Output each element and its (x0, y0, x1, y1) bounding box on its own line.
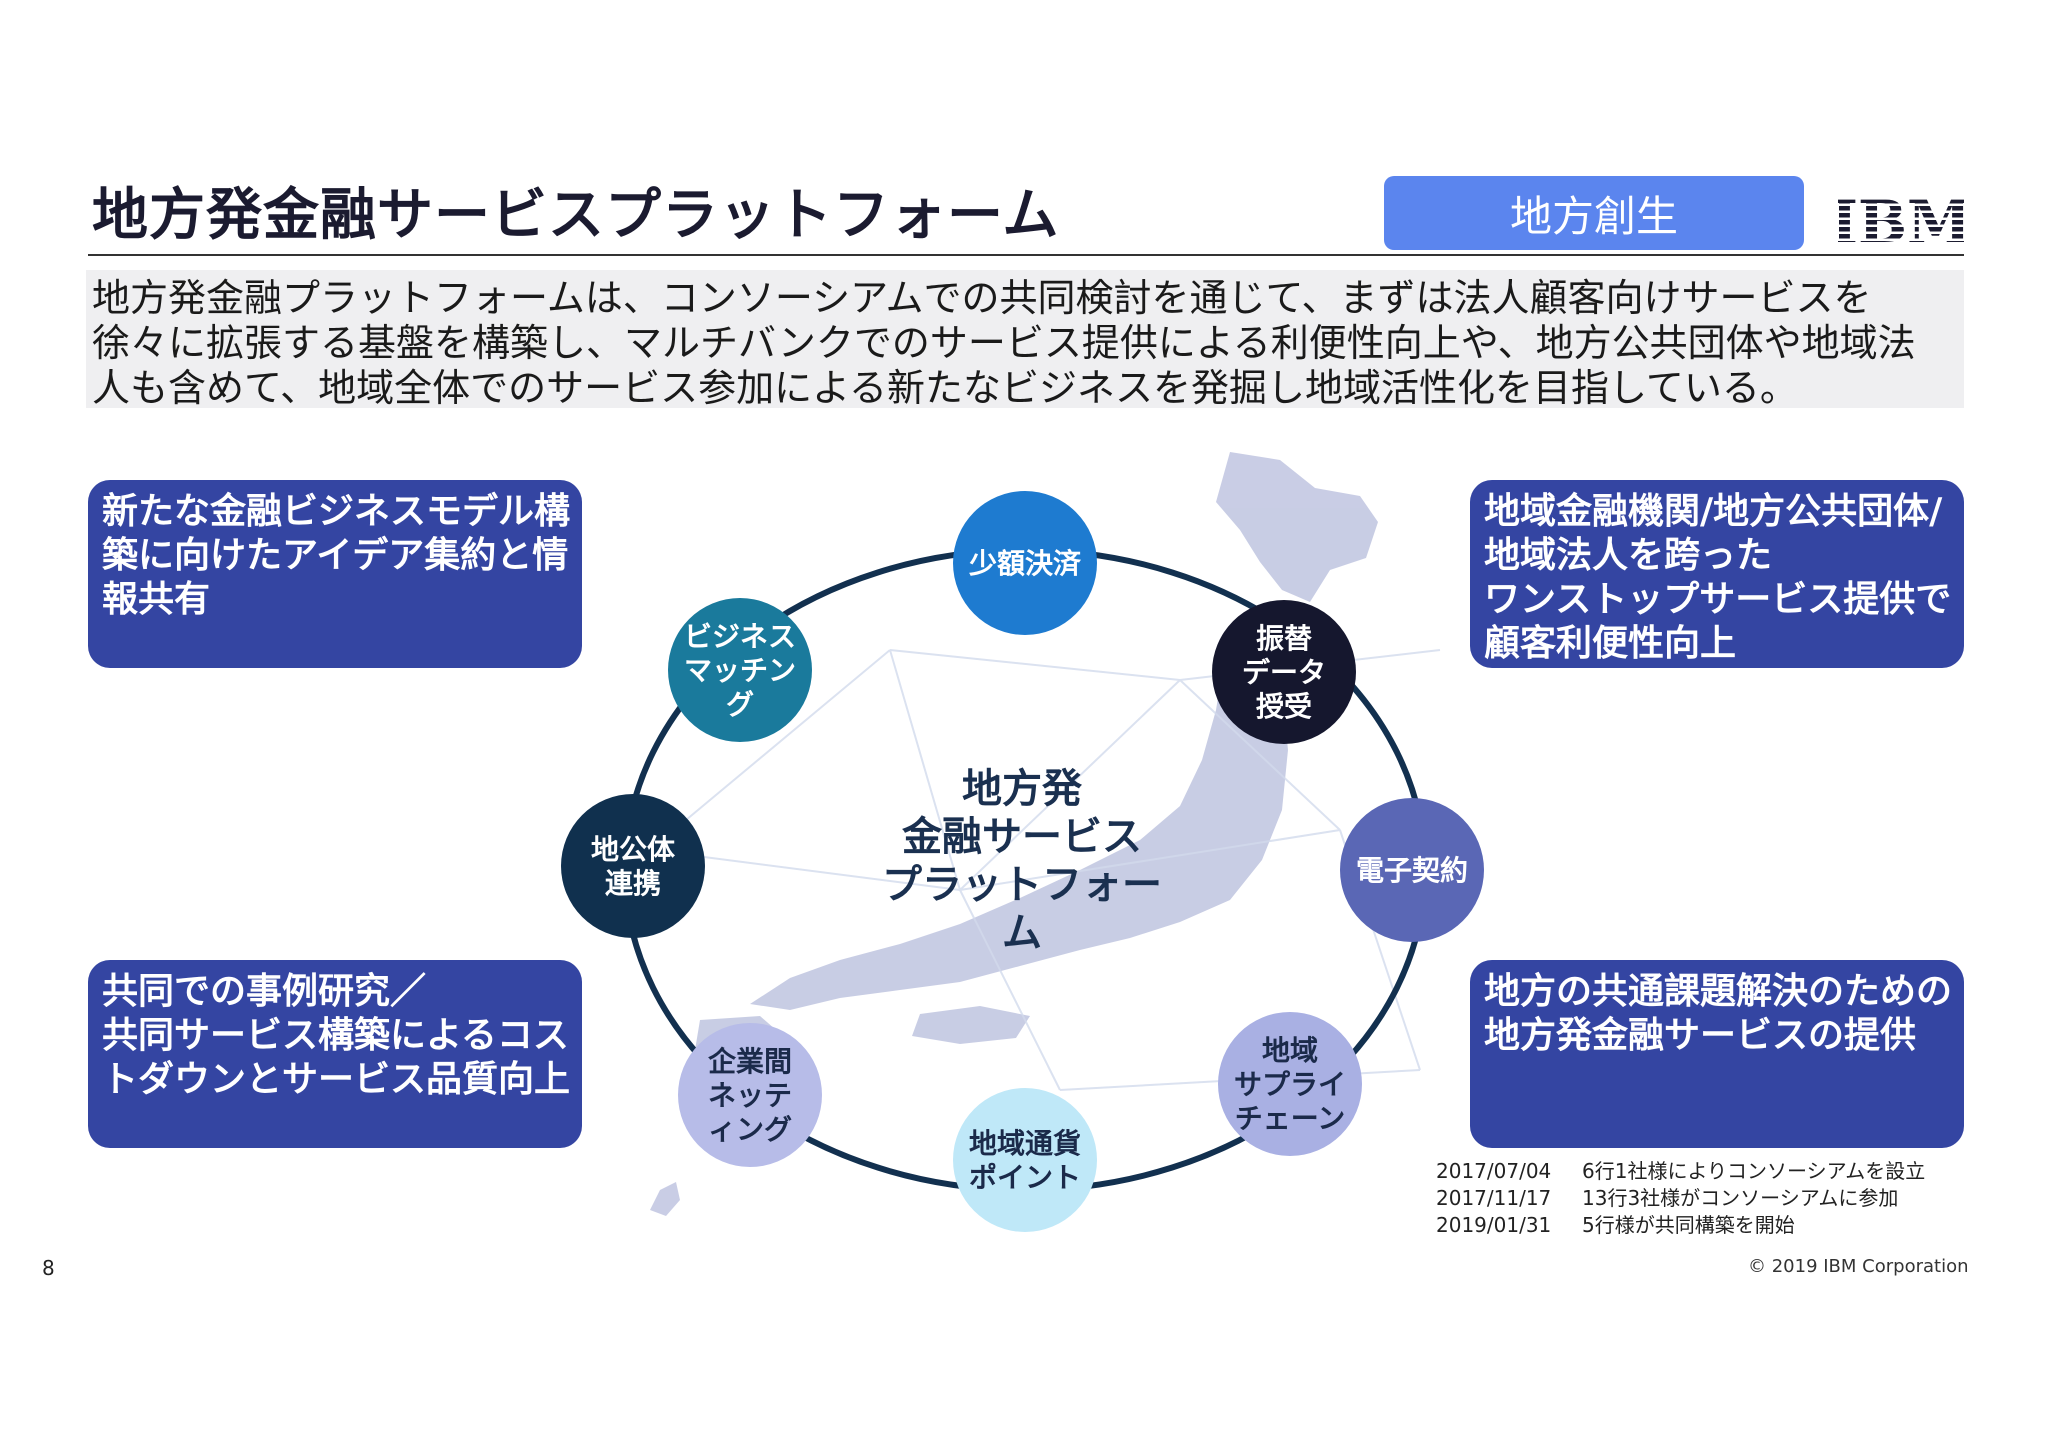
box-line: 共同での事例研究／ (102, 971, 427, 1012)
service-node-circle (668, 598, 812, 742)
timeline-date: 2019/01/31 (1436, 1213, 1552, 1237)
benefit-box-regional-issues: 地方の共通課題解決のための 地方発金融サービスの提供 (1470, 960, 1964, 1148)
box-line: 共同サービス構築によるコス (102, 1015, 569, 1056)
center-label-line: プラットフォー (882, 862, 1162, 908)
service-node-label: グ (726, 688, 754, 721)
service-node-label: 少額決済 (969, 547, 1082, 580)
center-label-line: ム (1002, 910, 1042, 956)
box-line: トダウンとサービス品質向上 (102, 1059, 571, 1100)
service-node-label: ネッテ (708, 1079, 792, 1112)
service-node-label: 授受 (1256, 690, 1312, 723)
box-line: 地域法人を跨った (1484, 535, 1773, 576)
service-node-label: 振替 (1256, 622, 1312, 655)
benefit-box-cost-down: 共同での事例研究／ 共同サービス構築によるコス トダウンとサービス品質向上 (88, 960, 582, 1148)
box-line: 報共有 (102, 579, 211, 620)
box-line: 地方発金融サービスの提供 (1484, 1015, 1917, 1056)
box-line: 築に向けたアイデア集約と情 (102, 535, 569, 576)
timeline: 2017/07/04 6行1社様によりコンソーシアムを設立 2017/11/17 1… (1436, 1158, 1925, 1239)
benefit-box-idea-sharing: 新たな金融ビジネスモデル構 築に向けたアイデア集約と情 報共有 (88, 480, 582, 668)
service-node-circle (1218, 1012, 1362, 1156)
box-line: 地方の共通課題解決のための (1484, 971, 1953, 1012)
service-node-label: ポイント (969, 1161, 1081, 1194)
service-node-label: 企業間 (708, 1045, 792, 1078)
service-node-label: 地公体 (591, 833, 676, 866)
timeline-date: 2017/11/17 (1436, 1186, 1552, 1210)
ibm-logo: IBM (1831, 188, 1971, 256)
service-node-label: データ (1242, 656, 1326, 689)
timeline-row: 2017/07/04 6行1社様によりコンソーシアムを設立 (1436, 1158, 1925, 1185)
platform-diagram: 地方発金融サービスプラットフォーム 少額決済振替データ授受電子契約地域サプライチ… (540, 430, 1500, 1254)
service-node-circle (1340, 798, 1484, 942)
benefit-box-one-stop-service: 地域金融機関/地方公共団体/ 地域法人を跨った ワンストップサービス提供で 顧客… (1470, 480, 1964, 668)
timeline-row: 2019/01/31 5行様が共同構築を開始 (1436, 1212, 1925, 1239)
timeline-event: 5行様が共同構築を開始 (1582, 1213, 1795, 1237)
service-node-label: チェーン (1235, 1102, 1346, 1135)
timeline-date: 2017/07/04 (1436, 1159, 1552, 1183)
timeline-event: 6行1社様によりコンソーシアムを設立 (1582, 1159, 1926, 1183)
service-node-circle (953, 491, 1097, 635)
service-node-label: 地域 (1262, 1034, 1318, 1067)
intro-line: 地方発金融プラットフォームは、コンソーシアムでの共同検討を通じて、まずは法人顧客… (92, 276, 1872, 320)
service-node-label: サプライ (1234, 1068, 1346, 1101)
page-number: 8 (42, 1256, 55, 1280)
box-line: ワンストップサービス提供で (1484, 579, 1952, 620)
service-node-label: 連携 (605, 867, 661, 900)
page-title: 地方発金融サービスプラットフォーム (92, 183, 1060, 248)
service-node-label: 地域通貨 (969, 1127, 1081, 1160)
service-node-circle (678, 1023, 822, 1167)
service-node: 少額決済 (953, 491, 1097, 635)
intro-line: 徐々に拡張する基盤を構築し、マルチバンクでのサービス提供による利便性向上や、地方… (92, 321, 1916, 365)
ibm-logo-text: IBM (1838, 192, 1964, 248)
service-node-circle (1212, 600, 1356, 744)
category-tag: 地方創生 (1384, 176, 1804, 250)
service-node: 電子契約 (1340, 798, 1484, 942)
title-divider (88, 254, 1964, 256)
intro-line: 人も含めて、地域全体でのサービス参加による新たなビジネスを発掘し地域活性化を目指… (92, 366, 1798, 410)
service-node-label: ィング (708, 1113, 792, 1146)
service-node-label: マッチン (684, 654, 796, 687)
service-node-label: ビジネス (684, 620, 796, 653)
service-node-circle (561, 794, 705, 938)
timeline-row: 2017/11/17 13行3社様がコンソーシアムに参加 (1436, 1185, 1925, 1212)
box-line: 地域金融機関/地方公共団体/ (1484, 491, 1943, 532)
platform-center-label: 地方発金融サービスプラットフォーム (882, 766, 1162, 956)
service-node-label: 電子契約 (1356, 854, 1468, 887)
copyright: © 2019 IBM Corporation (1748, 1256, 1969, 1277)
timeline-event: 13行3社様がコンソーシアムに参加 (1582, 1186, 1899, 1210)
intro-paragraph: 地方発金融プラットフォームは、コンソーシアムでの共同検討を通じて、まずは法人顧客… (86, 270, 1964, 410)
center-label-line: 地方発 (962, 766, 1083, 812)
service-node-circle (953, 1088, 1097, 1232)
center-label-line: 金融サービス (901, 814, 1142, 860)
box-line: 新たな金融ビジネスモデル構 (102, 491, 571, 532)
box-line: 顧客利便性向上 (1484, 623, 1737, 664)
